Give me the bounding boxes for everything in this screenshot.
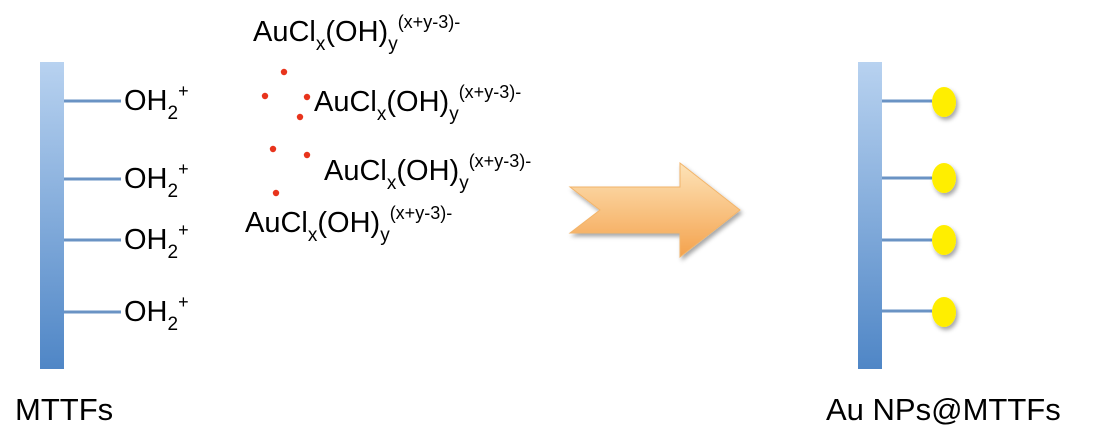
ion-aucl: AuCl xyxy=(314,86,377,118)
gold-nanoparticle xyxy=(932,87,956,117)
oh2-label: OH2+ xyxy=(124,221,189,262)
oh2-sup: + xyxy=(178,292,189,312)
ion-sub-y: y xyxy=(459,173,469,194)
oh2-main: OH xyxy=(124,224,168,256)
ion-aucl: AuCl xyxy=(253,16,316,48)
ion-dot xyxy=(280,68,288,76)
ion-oh: (OH) xyxy=(396,155,460,187)
ion-charge: (x+y-3)- xyxy=(458,82,522,102)
gold-complex-label: AuClx(OH)y(x+y-3)- xyxy=(324,152,531,193)
ion-oh: (OH) xyxy=(325,16,389,48)
oh2-main: OH xyxy=(124,296,168,328)
oh2-sub: 2 xyxy=(167,314,179,335)
left-fiber-bar xyxy=(40,62,64,369)
oh2-label: OH2+ xyxy=(124,160,189,201)
ion-sub-x: x xyxy=(386,173,397,194)
oh2-sub: 2 xyxy=(167,181,179,202)
ion-charge: (x+y-3)- xyxy=(397,12,461,32)
ion-dot xyxy=(269,145,277,153)
oh2-label: OH2+ xyxy=(124,293,189,334)
ion-charge: (x+y-3)- xyxy=(468,151,532,171)
ion-dot xyxy=(261,92,269,100)
ion-charge: (x+y-3)- xyxy=(389,203,453,223)
oh2-sub: 2 xyxy=(167,103,179,124)
reaction-arrow xyxy=(568,161,741,259)
oh2-sub: 2 xyxy=(167,242,179,263)
ion-sub-x: x xyxy=(307,225,318,246)
gold-complex-label: AuClx(OH)y(x+y-3)- xyxy=(314,83,521,124)
gold-complex-label: AuClx(OH)y(x+y-3)- xyxy=(253,13,460,54)
ion-sub-x: x xyxy=(376,104,387,125)
gold-nanoparticle xyxy=(932,225,956,255)
ion-dot xyxy=(272,189,280,197)
ion-dot xyxy=(296,113,304,121)
ion-sub-y: y xyxy=(449,104,459,125)
ion-oh: (OH) xyxy=(386,86,450,118)
ion-aucl: AuCl xyxy=(324,155,387,187)
oh2-main: OH xyxy=(124,85,168,117)
oh2-label: OH2+ xyxy=(124,82,189,123)
oh2-main: OH xyxy=(124,163,168,195)
ion-sub-x: x xyxy=(315,34,326,55)
ion-dot xyxy=(303,151,311,159)
ion-dot xyxy=(303,93,311,101)
ion-oh: (OH) xyxy=(317,207,381,239)
oh2-sup: + xyxy=(178,220,189,240)
left-caption: MTTFs xyxy=(15,392,114,427)
ion-sub-y: y xyxy=(380,225,390,246)
right-caption: Au NPs@MTTFs xyxy=(826,392,1061,427)
right-fiber-bar xyxy=(858,62,882,369)
ion-sub-y: y xyxy=(388,34,398,55)
gold-complex-label: AuClx(OH)y(x+y-3)- xyxy=(245,204,452,245)
ion-aucl: AuCl xyxy=(245,207,308,239)
gold-nanoparticle xyxy=(932,163,956,193)
gold-nanoparticle xyxy=(932,297,956,327)
oh2-sup: + xyxy=(178,81,189,101)
oh2-sup: + xyxy=(178,159,189,179)
